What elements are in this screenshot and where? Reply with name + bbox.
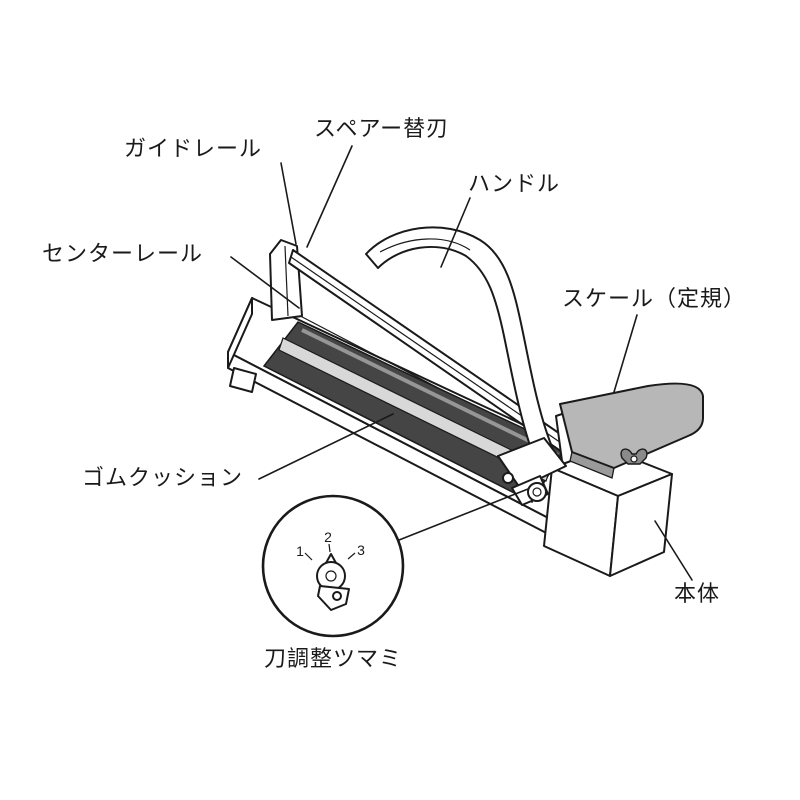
handle-grip-line	[379, 238, 471, 253]
inset-tick-1	[304, 552, 313, 561]
scoring-wheel	[502, 472, 514, 484]
leader-spare-blade	[306, 145, 353, 248]
inset-knob-hub	[325, 570, 337, 582]
rubber-cushion-mat	[262, 321, 567, 503]
scale-plate-surface	[559, 382, 704, 469]
scale-plate	[559, 382, 704, 479]
inset-tick-2	[328, 543, 331, 553]
bed-left-foot	[229, 367, 257, 393]
label-guide-rail: ガイドレール	[124, 136, 263, 161]
blade-carriage	[497, 437, 567, 506]
label-spare-blade: スペアー替刃	[314, 116, 450, 141]
inset-mark-1: 1	[296, 543, 304, 559]
label-blade-adjust-knob: 刀調整ツマミ	[264, 646, 403, 671]
leader-handle	[440, 197, 471, 268]
leader-rubber-cushion	[258, 413, 394, 480]
inset-blade-screw	[332, 591, 342, 601]
guide-rail-edge	[290, 256, 565, 446]
label-rubber-cushion: ゴムクッション	[82, 465, 244, 490]
label-scale: スケール（定規）	[562, 286, 747, 311]
leader-body	[654, 520, 693, 581]
left-post-edge	[284, 245, 289, 317]
inset-mark-3: 3	[357, 542, 365, 558]
label-handle: ハンドル	[468, 171, 561, 196]
wing-nut	[620, 448, 648, 465]
tile-cutter-drawing	[227, 226, 704, 577]
wing-nut-center	[630, 455, 638, 463]
adjust-knob-center	[532, 487, 542, 497]
adjust-knob	[527, 482, 547, 502]
inset-mark-2: 2	[324, 529, 332, 545]
label-body: 本体	[674, 581, 721, 606]
knob-detail-inset: 1 2 3	[261, 494, 405, 638]
center-rail-strip	[278, 337, 551, 482]
body-right-face	[609, 473, 673, 577]
bed-left-face	[227, 297, 253, 369]
mat-top-band	[301, 328, 559, 457]
leader-guide-rail	[280, 162, 297, 245]
leader-center-rail	[230, 256, 300, 309]
leader-knob-inset	[393, 488, 529, 543]
inset-tick-3	[347, 552, 356, 560]
leader-lines	[230, 145, 693, 581]
leader-scale	[613, 314, 638, 393]
label-center-rail: センターレール	[42, 241, 204, 266]
